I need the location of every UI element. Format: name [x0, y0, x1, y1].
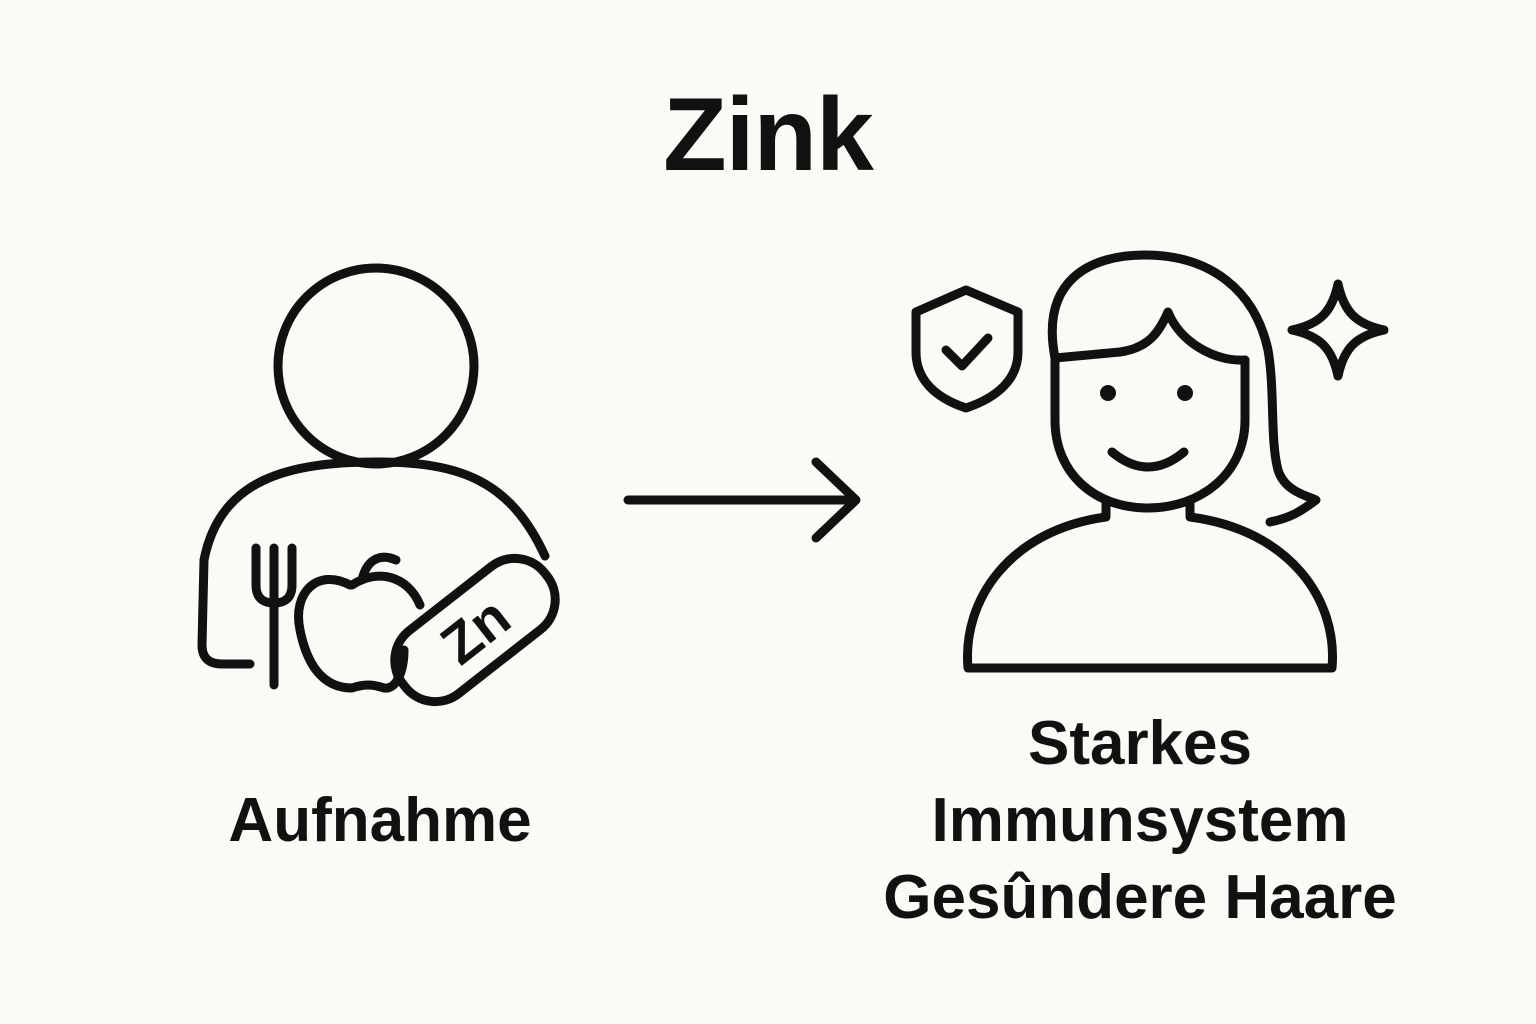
zinc-pill-icon: Zn — [390, 553, 560, 707]
benefit-line: Starkes — [1027, 709, 1253, 778]
diagram-title: Zink — [663, 77, 874, 193]
fork-icon — [251, 543, 297, 690]
shield-check-icon — [911, 285, 1023, 413]
arrow-right-icon — [623, 457, 861, 543]
intake-label: Aufnahme — [228, 786, 532, 855]
person-icon — [197, 263, 550, 669]
zinc-pill-label: Zn — [429, 585, 522, 677]
apple-icon — [294, 552, 425, 693]
benefit-line: Immunsystem — [931, 786, 1349, 855]
benefits-label: Starkes Immunsystem Gesûndere Haare — [840, 705, 1440, 936]
woman-icon — [963, 250, 1337, 673]
benefit-line: Gesûndere Haare — [883, 863, 1397, 932]
sparkle-icon — [1287, 279, 1389, 381]
